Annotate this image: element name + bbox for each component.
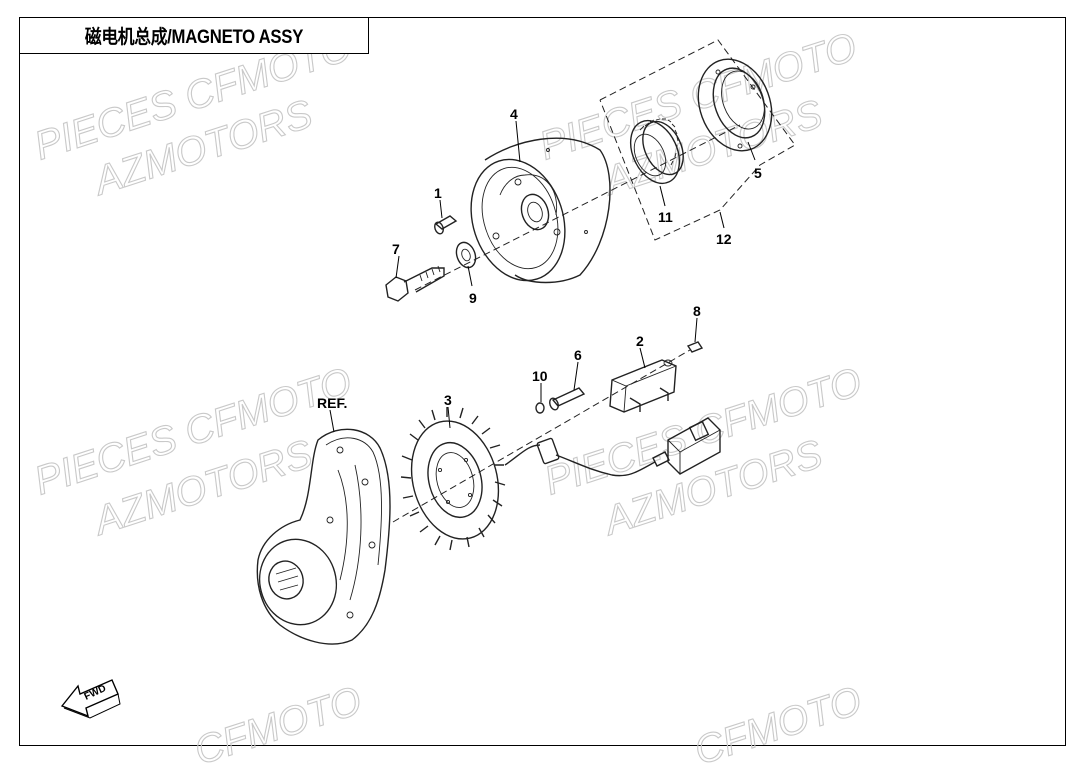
part-6-bolt <box>549 387 586 411</box>
callout-ref: REF. <box>317 395 347 411</box>
callout-3: 3 <box>444 392 452 408</box>
part-12-assembly-outline <box>599 39 796 241</box>
stator-harness <box>504 437 670 477</box>
callout-2: 2 <box>636 333 644 349</box>
callout-6: 6 <box>574 347 582 363</box>
callout-10: 10 <box>532 368 548 384</box>
title-box: 磁电机总成/MAGNETO ASSY <box>19 17 369 54</box>
callout-8: 8 <box>693 303 701 319</box>
part-7-bolt <box>385 265 445 302</box>
page-title: 磁电机总成/MAGNETO ASSY <box>84 27 304 48</box>
rotor-centerline <box>414 124 741 291</box>
part-1-bolt <box>434 215 458 235</box>
callout-4: 4 <box>510 106 518 122</box>
callout-9: 9 <box>469 290 477 306</box>
callout-5: 5 <box>754 165 762 181</box>
part-9-washer <box>455 241 477 269</box>
part-2-sensor <box>609 359 677 413</box>
callout-12: 12 <box>716 231 732 247</box>
fwd-arrow-icon: FWD <box>60 679 121 719</box>
watermark-text: CFMOTO <box>189 678 367 763</box>
part-10-washer <box>535 402 545 414</box>
callout-11: 11 <box>658 209 673 225</box>
callout-1: 1 <box>434 185 442 201</box>
crankcase-cover-ref <box>256 428 391 645</box>
part-3-stator <box>400 407 506 551</box>
part-11-clutch <box>629 118 684 185</box>
leader-lines <box>329 120 756 433</box>
callout-7: 7 <box>392 241 400 257</box>
stator-centerline <box>392 349 691 523</box>
callouts: 1 2 3 4 5 6 7 8 9 10 11 12 REF. <box>317 106 762 411</box>
harness-connector <box>667 417 721 475</box>
part-4-flywheel <box>470 137 611 284</box>
part-8-screw <box>686 341 704 353</box>
diagram-frame <box>19 17 1066 746</box>
watermark-text: CFMOTO <box>689 678 867 763</box>
